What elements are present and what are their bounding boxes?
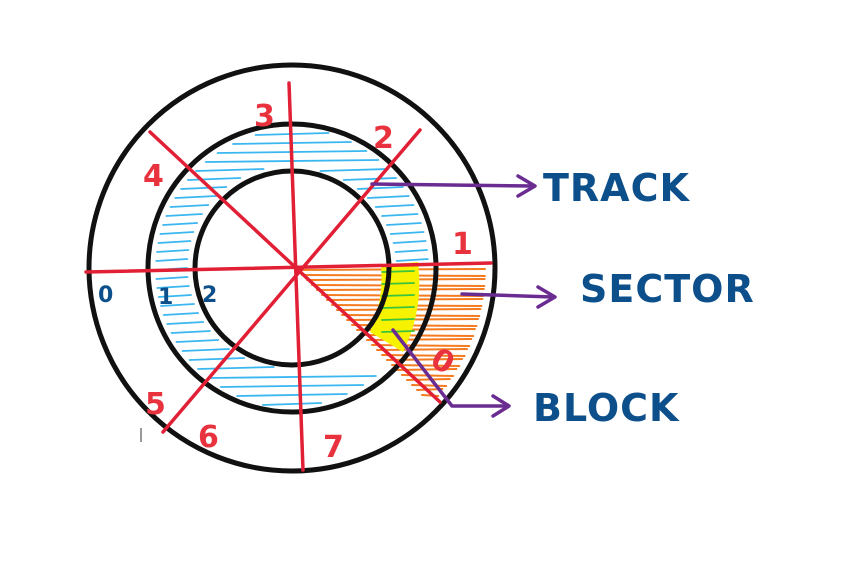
sector-number-3: 3 [254, 99, 275, 134]
hatch-stroke [197, 366, 275, 370]
hatch-stroke [186, 177, 242, 181]
hatch-stroke [395, 258, 429, 262]
hatch-stroke [236, 393, 348, 397]
track-number-2: 2 [202, 283, 217, 308]
track-number-1: 1 [158, 285, 173, 310]
hatch-stroke [381, 318, 415, 321]
hatch-stroke [156, 285, 190, 289]
hatch-stroke [394, 249, 428, 253]
block-highlight [370, 262, 420, 352]
hatch-stroke [156, 249, 190, 253]
hatch-stroke [162, 222, 199, 226]
outer-ring [86, 62, 498, 474]
hatch-stroke [180, 186, 228, 190]
hatch-stroke [169, 204, 210, 208]
sector-number-6: 6 [198, 420, 219, 455]
hatch-stroke [261, 402, 323, 406]
hatch-stroke [155, 276, 189, 280]
hatch-stroke [188, 357, 246, 361]
hatch-stroke [175, 339, 220, 343]
hatch-stroke [170, 330, 211, 334]
hatch-stroke [391, 364, 461, 367]
hatch-stroke [381, 354, 466, 357]
sector-label: SECTOR [580, 267, 755, 311]
hatch-stroke [371, 344, 471, 347]
hatch-stroke [319, 168, 389, 172]
track-arrow [370, 174, 537, 198]
hatch-stroke [160, 303, 195, 307]
sector-line-diagonal-a [148, 130, 442, 404]
track-label: TRACK [543, 166, 690, 210]
hatch-stroke [166, 321, 205, 325]
hatch-stroke [157, 294, 192, 298]
hatch-stroke [174, 195, 218, 199]
hatch-stroke [207, 375, 377, 379]
hatch-stroke [181, 348, 230, 352]
sector-number-1: 1 [452, 227, 473, 262]
sector-line-diagonal-b [161, 128, 422, 434]
hatch-stroke [381, 213, 419, 217]
hatch-stroke [195, 168, 265, 172]
hatch-stroke [386, 358, 464, 361]
sector-number-4: 4 [143, 159, 164, 194]
callout-arrows [370, 174, 557, 418]
hatch-stroke [374, 204, 415, 208]
hatch-stroke [392, 240, 427, 244]
hatch-stroke [381, 330, 415, 333]
hatch-stroke [376, 348, 468, 351]
hatch-stroke [342, 177, 398, 181]
sector-arrow [460, 285, 557, 309]
sector-lines [84, 81, 493, 472]
sector-number-5: 5 [145, 387, 166, 422]
hatch-stroke [385, 222, 422, 226]
sector-line-horizontal [84, 261, 493, 274]
hatch-stroke [219, 384, 365, 388]
sector-number-2: 2 [373, 121, 394, 156]
hatch-stroke [159, 231, 195, 235]
hatch-stroke [356, 186, 404, 190]
hatch-stroke [157, 240, 192, 244]
track-number-0: 0 [98, 283, 113, 308]
hatch-stroke [411, 384, 448, 387]
block-label: BLOCK [533, 386, 680, 430]
sector-number-7: 7 [323, 430, 344, 465]
hatch-stroke [162, 312, 200, 316]
hatch-stroke [165, 213, 203, 217]
hatch-stroke [381, 306, 415, 309]
hatch-stroke [389, 231, 425, 235]
hatch-stroke [155, 258, 189, 262]
hatch-stroke [366, 195, 410, 199]
block-arrow [391, 328, 511, 418]
track-highlight [155, 132, 429, 406]
